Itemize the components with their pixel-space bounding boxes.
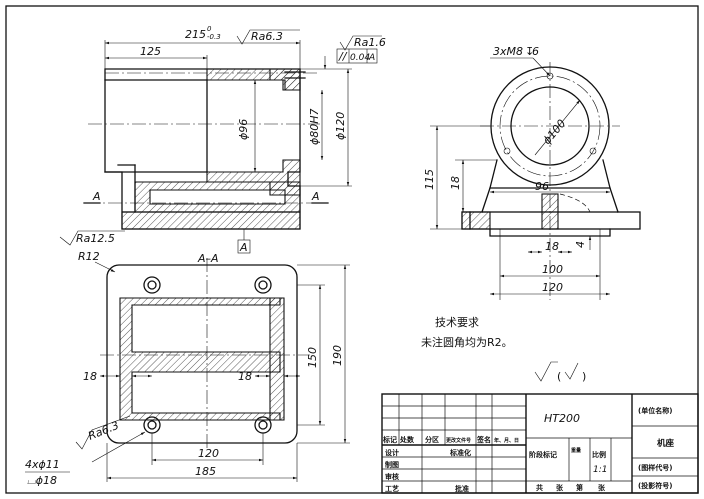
tb-standard: 标准化	[449, 448, 471, 457]
parallelism-frame	[336, 48, 378, 64]
roughness-top: Ra6.3	[251, 30, 283, 43]
roughness-base: Ra12.5	[76, 232, 115, 245]
tb-craft: 工艺	[385, 484, 399, 493]
roughness-symbol-plan	[75, 415, 131, 450]
tb-material: HT200	[544, 412, 580, 425]
roughness-symbol-right	[339, 35, 382, 51]
tb-sheet-unit: 张	[556, 483, 564, 492]
sheet-border	[5, 5, 699, 494]
tb-zone: 分区	[425, 435, 439, 444]
dim-inner-span: 150	[306, 347, 319, 368]
parallelism-datum: A	[368, 53, 375, 63]
dim-corner-radius: R12	[78, 250, 100, 263]
roughness-plan: Ra6.3	[86, 419, 120, 443]
tb-scale: 1:1	[593, 465, 607, 475]
tb-change-doc: 更改文件号	[446, 437, 471, 444]
dim-slot-width: 18	[545, 240, 559, 253]
datum-box	[237, 239, 251, 254]
dim-inner-length: 125	[140, 45, 161, 58]
parallelism-symbol: //	[338, 50, 348, 63]
roughness-symbol-base	[59, 230, 125, 246]
dim-base-thickness: 18	[449, 176, 462, 190]
counterbore-callout: ⌴ϕ18	[27, 474, 57, 487]
tb-sheet-total: 共	[536, 483, 543, 492]
tb-sheet-unit2: 张	[598, 483, 606, 492]
section-label: A–A	[197, 252, 219, 265]
holes-callout-plan: 4xϕ11	[25, 458, 60, 471]
tb-check: 审核	[385, 472, 399, 481]
dim-overall-width: 190	[331, 345, 344, 366]
tb-stage: 阶段标记	[529, 450, 557, 459]
tb-unit-name: (单位名称)	[638, 406, 672, 415]
tb-part-name: 机座	[657, 438, 675, 449]
default-roughness-symbol: ( )	[534, 361, 586, 383]
dim-center-height: 115	[423, 169, 436, 190]
dim-bore-100: ϕ100	[540, 117, 568, 147]
tb-mark: 标记	[382, 435, 397, 444]
notes-line-1: 未注圆角均为R2。	[421, 335, 513, 349]
parallelism-value: 0.04	[350, 53, 370, 63]
svg-text:): )	[582, 370, 586, 383]
dim-rib-width: 96	[535, 180, 549, 193]
holes-callout: 3xM8	[493, 45, 523, 58]
section-view: A A 215 0 -0.3 Ra6.3 125 Ra1.6 // 0.04 A…	[59, 25, 386, 254]
tb-design: 设计	[385, 448, 399, 457]
dim-hole-span: 120	[198, 447, 219, 460]
dim-bore-80: ϕ80H7	[308, 108, 321, 145]
roughness-symbol-top	[236, 29, 300, 45]
plan-view: A–A R12 18 18 150 190 120 185 Ra6	[25, 250, 350, 487]
tb-scale-label: 比例	[592, 450, 606, 459]
cut-label-right: A	[311, 190, 320, 203]
dim-length-tol-lower: -0.3	[207, 33, 221, 41]
tb-signature: 签名	[476, 435, 491, 444]
side-view: 3xM8 ↧ 6 ϕ100 115 18 96 18 4 100 120	[423, 45, 641, 300]
dim-bore-96: ϕ96	[237, 119, 250, 140]
dim-base-length: 120	[542, 281, 563, 294]
svg-text:(: (	[557, 370, 561, 383]
dim-web-left: 18	[83, 370, 97, 383]
hole-depth: 6	[532, 45, 539, 58]
tb-drawing-no: (图样代号)	[638, 463, 672, 472]
notes-heading: 技术要求	[435, 316, 479, 329]
dim-length-tol-upper: 0	[207, 25, 212, 33]
depth-symbol: ↧	[525, 45, 534, 58]
tb-storage-no: (投影符号)	[638, 481, 672, 490]
tb-sheet-no: 第	[576, 483, 583, 492]
tb-approve: 批准	[455, 484, 469, 493]
tb-date: 年、月、日	[494, 437, 519, 444]
tb-drafting: 制图	[385, 460, 399, 469]
dim-web-right: 18	[238, 370, 252, 383]
tb-count: 处数	[399, 435, 415, 444]
cut-label-left: A	[92, 190, 101, 203]
dim-length: 215	[185, 28, 206, 41]
dim-overall-length: 185	[195, 465, 216, 478]
dim-foot-height: 4	[574, 241, 587, 248]
title-block: 标记 处数 分区 更改文件号 签名 年、月、日 设计 标准化 制图 审核 工艺 …	[381, 393, 699, 494]
dim-mount-span: 100	[542, 263, 563, 276]
tb-weight: 重量	[571, 447, 581, 454]
roughness-right: Ra1.6	[354, 36, 386, 49]
datum-letter: A	[239, 241, 248, 254]
dim-outer-120: ϕ120	[334, 112, 347, 140]
